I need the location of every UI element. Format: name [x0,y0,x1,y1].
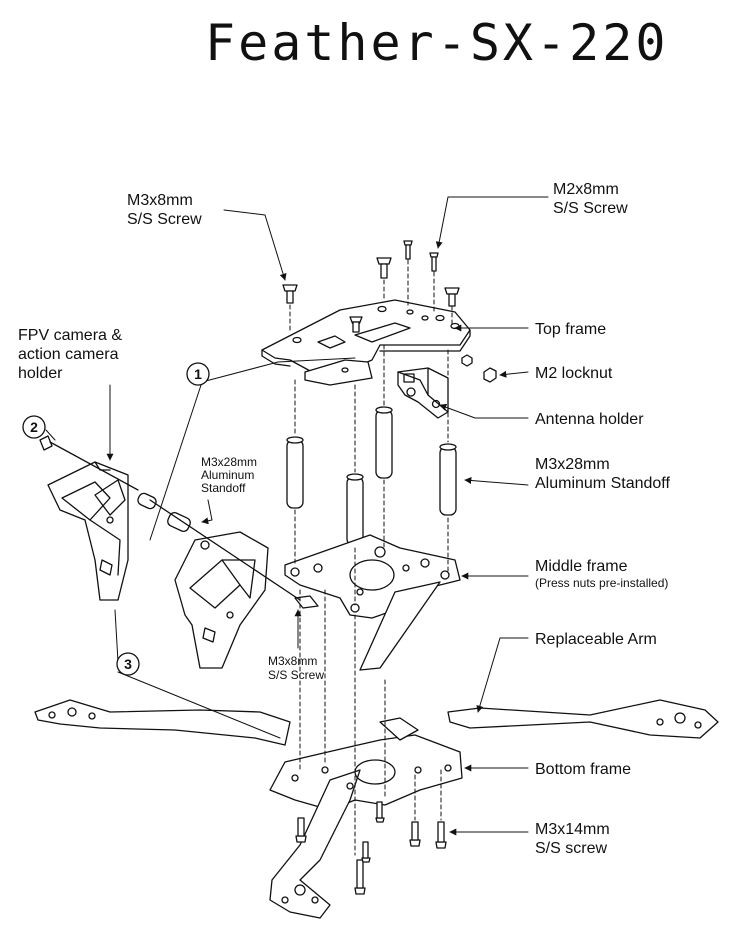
step-3-marker: 3 [124,656,132,672]
label-fpv-holder-line3: holder [18,365,63,382]
leader-lines [45,196,549,836]
side-screws [39,435,319,609]
middle-frame-part [284,534,461,671]
step-2-marker: 2 [30,419,38,435]
label-m3x8-top-line1: M3x8mm [127,192,193,209]
bottom-screws [295,801,447,895]
label-m3x28-left: M3x28mm Aluminum Standoff [201,456,257,495]
arm-left [34,699,291,746]
label-m3x14-line2: S/S screw [535,840,608,857]
label-m3x14-line1: M3x14mm [535,821,610,838]
label-m3x8-bottom-line2: S/S Screw [268,668,325,682]
label-bottom-frame: Bottom frame [535,761,632,778]
label-fpv-holder: FPV camera & action camera holder [18,326,122,383]
antenna-holder-part [397,354,497,419]
label-m3x8-top: M3x8mm S/S Screw [127,191,202,229]
label-m2x8-line2: S/S Screw [553,200,628,217]
label-m2-locknut: M2 locknut [535,365,613,382]
top-screws [282,240,460,333]
label-fpv-holder-line2: action camera [18,346,119,363]
assembly-axes [289,259,453,856]
label-m3x28-right-line2: Aluminum Standoff [535,475,670,492]
label-m3x8-bottom-line1: M3x8mm [268,654,318,668]
arm-right [447,699,719,739]
label-antenna-holder: Antenna holder [535,411,644,428]
label-m3x28-left-line2: Aluminum [201,468,255,482]
camera-holder-left [47,461,129,601]
step-1-marker: 1 [194,366,202,382]
label-m3x14: M3x14mm S/S screw [535,820,610,858]
label-m2x8: M2x8mm S/S Screw [553,180,628,218]
label-middle-frame: Middle frame (Press nuts pre-installed) [535,557,668,590]
label-m3x28-right: M3x28mm Aluminum Standoff [535,455,670,493]
label-m3x8-bottom: M3x8mm S/S Screw [268,654,324,682]
label-middle-frame-line1: Middle frame [535,558,628,575]
standoffs [286,406,457,546]
label-m3x28-right-line1: M3x28mm [535,456,610,473]
label-replaceable-arm: Replaceable Arm [535,631,657,648]
label-m2x8-line1: M2x8mm [553,181,619,198]
label-top-frame: Top frame [535,321,607,338]
label-middle-frame-line2: (Press nuts pre-installed) [535,576,669,590]
diagram-title: Feather-SX-220 [205,14,669,72]
top-frame-part [261,299,471,386]
bottom-frame-part [269,717,463,919]
label-m3x28-left-line3: Standoff [201,481,246,495]
camera-holder-right [174,531,269,669]
label-m3x28-left-line1: M3x28mm [201,455,258,469]
label-m3x8-top-line2: S/S Screw [127,211,202,228]
label-fpv-holder-line1: FPV camera & [18,327,123,344]
